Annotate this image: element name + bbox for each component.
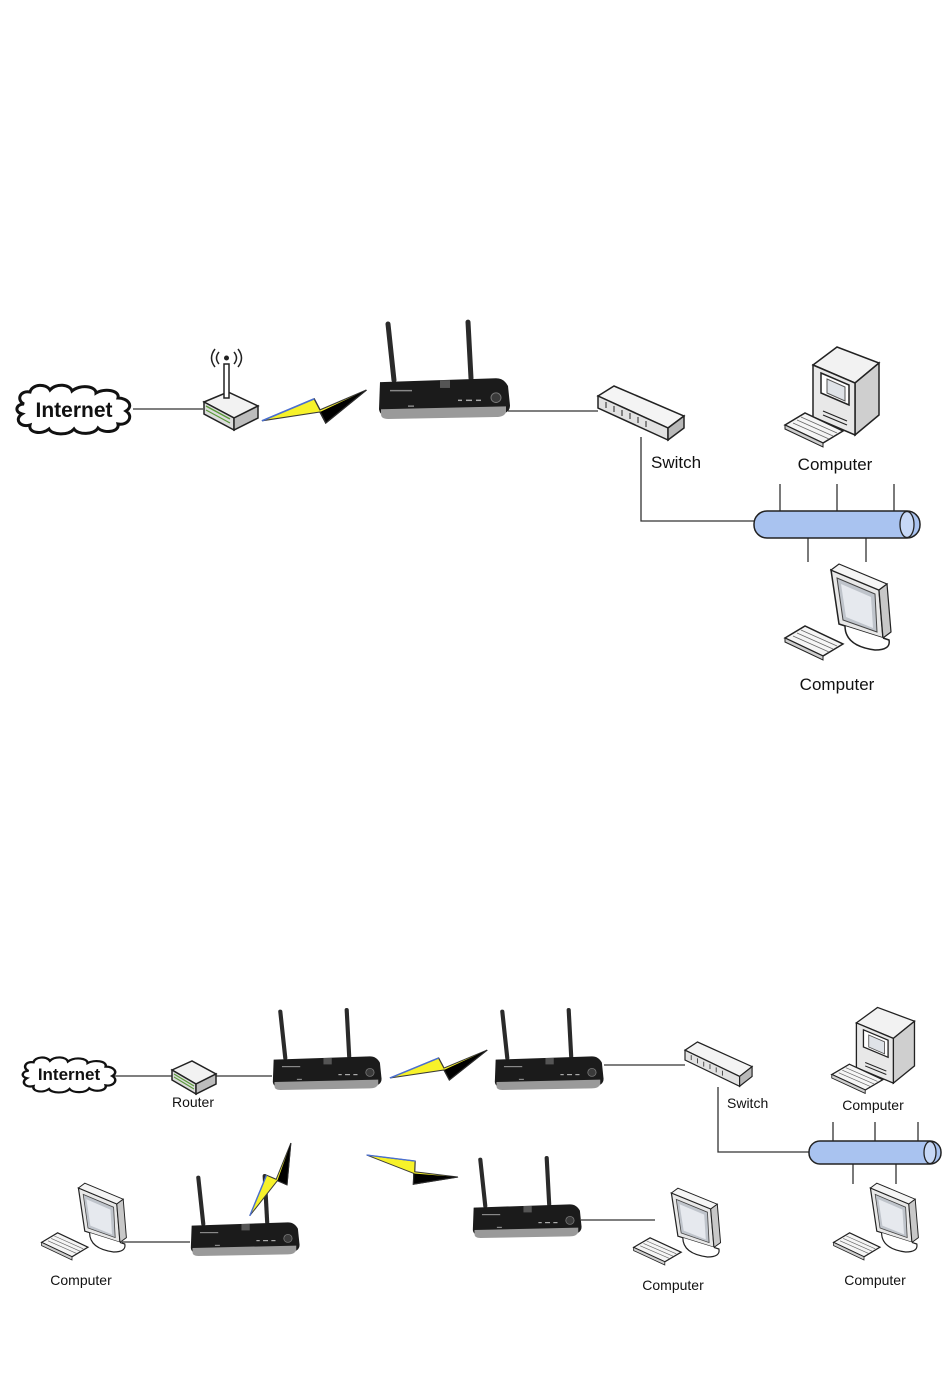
wireless-link-3-icon <box>366 1132 458 1202</box>
wireless-router-icon <box>204 349 258 430</box>
internet-label: Internet <box>35 399 112 422</box>
access-point-1-icon <box>273 1010 382 1090</box>
desktop-computer-icon <box>832 1007 915 1093</box>
switch-icon <box>685 1042 752 1086</box>
internet-label: Internet <box>38 1065 101 1084</box>
wireless-link-2-icon <box>232 1143 310 1217</box>
diagram-2: Internet Router <box>23 1007 941 1293</box>
computer-top-right-label: Computer <box>842 1097 904 1113</box>
network-bus-icon <box>809 1141 941 1164</box>
access-point-2-icon <box>495 1010 604 1090</box>
computer-bottom-right-label: Computer <box>844 1272 906 1288</box>
monitor-computer-icon <box>834 1183 919 1260</box>
access-point-3-icon <box>191 1176 300 1256</box>
diagram-1: Internet Switch Computer <box>17 322 920 694</box>
network-bus-icon <box>754 511 920 538</box>
computer-bottom-label: Computer <box>800 675 875 694</box>
switch-label: Switch <box>651 453 701 472</box>
access-point-icon <box>379 322 510 419</box>
computer-middle-label: Computer <box>642 1277 704 1293</box>
wireless-link-icon <box>262 390 366 423</box>
router-icon <box>172 1061 216 1094</box>
monitor-computer-icon <box>785 564 891 660</box>
crt-computer-icon <box>634 1188 721 1265</box>
router-label: Router <box>172 1094 214 1110</box>
wireless-link-1-icon <box>390 1050 487 1080</box>
switch-icon <box>598 386 684 440</box>
switch-label: Switch <box>727 1095 768 1111</box>
computer-left-label: Computer <box>50 1272 112 1288</box>
computer-top-label: Computer <box>798 455 873 474</box>
link-switch-bus <box>641 437 755 521</box>
desktop-computer-icon <box>785 347 879 447</box>
monitor-computer-left-icon <box>42 1183 127 1260</box>
access-point-4-icon <box>473 1158 582 1238</box>
